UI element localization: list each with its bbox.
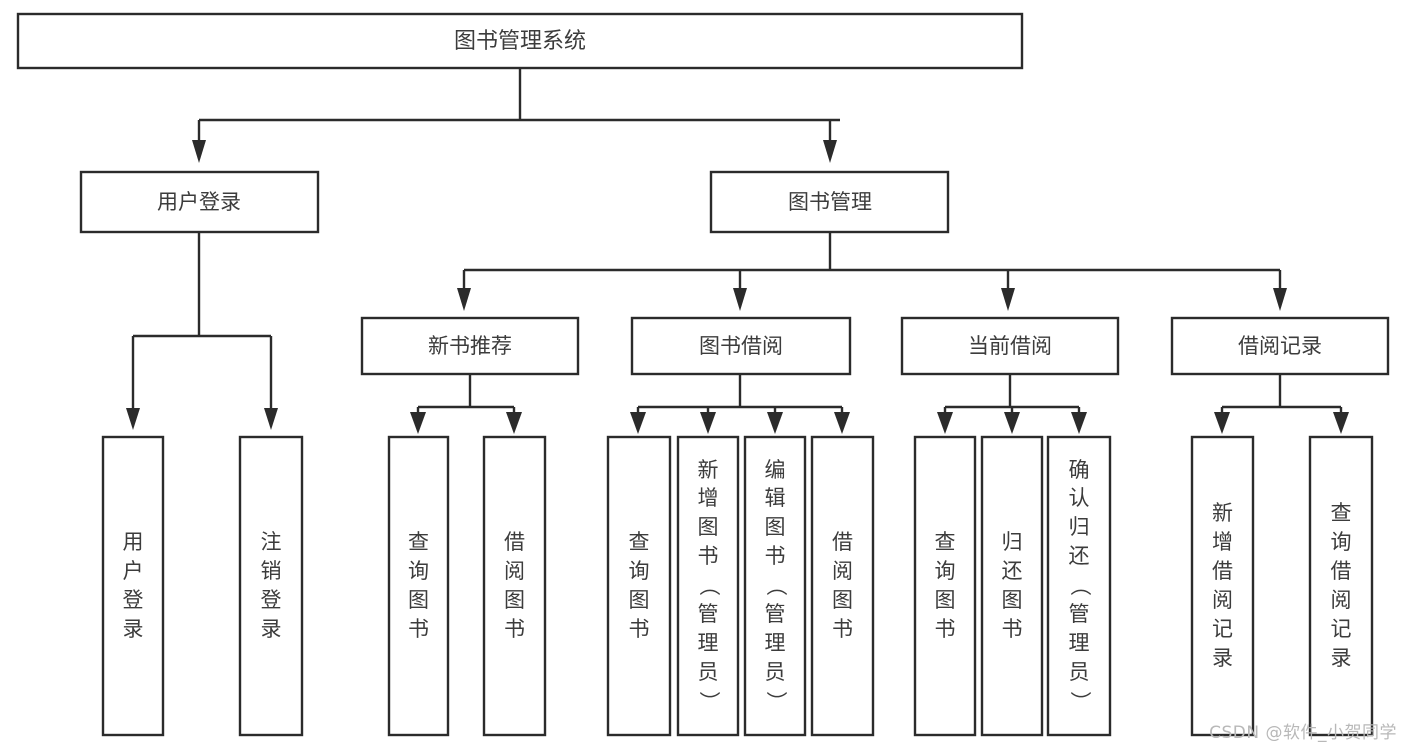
arrowhead-leaf-query-book-2 (630, 412, 646, 434)
arrowhead-leaf-user-login (126, 408, 140, 430)
leaf-box-edit-book-admin[interactable] (743, 435, 807, 737)
leaf-box-confirm-return-admin[interactable] (1046, 435, 1112, 737)
node-user-login-label: 用户登录 (157, 190, 241, 214)
node-current-borrow[interactable]: 当前借阅 (900, 316, 1120, 376)
arrowhead-leaf-add-borrow-record (1214, 412, 1230, 434)
node-borrow-record-label: 借阅记录 (1238, 334, 1322, 358)
node-book-borrow-label: 图书借阅 (699, 334, 783, 358)
arrowhead-book-borrow (733, 288, 747, 311)
node-book-management-box[interactable] (709, 170, 950, 234)
node-book-management-label: 图书管理 (788, 190, 872, 214)
arrowhead-user-login (192, 140, 206, 163)
arrowhead-book-mgmt (823, 140, 837, 163)
node-user-login-box[interactable] (79, 170, 320, 234)
node-current-borrow-label: 当前借阅 (968, 334, 1052, 358)
leaf-box-add-borrow-record[interactable] (1190, 435, 1255, 737)
leaf-box-logout-login[interactable] (238, 435, 304, 737)
arrowhead-leaf-query-book-1 (410, 412, 426, 434)
node-user-login[interactable]: 用户登录 (79, 170, 320, 234)
arrowhead-leaf-query-borrow-record (1333, 412, 1349, 434)
node-root-label: 图书管理系统 (454, 29, 586, 54)
arrowhead-leaf-confirm-return (1071, 412, 1087, 434)
node-book-management[interactable]: 图书管理 (709, 170, 950, 234)
leaf-box-add-book-admin[interactable] (676, 435, 740, 737)
leaf-box-query-borrow-record[interactable] (1308, 435, 1374, 737)
leaf-box-query-book-rec[interactable] (387, 435, 450, 737)
leaf-box-query-book-borrow[interactable] (606, 435, 672, 737)
node-current-borrow-box[interactable] (900, 316, 1120, 376)
leaf-box-borrow-book[interactable] (810, 435, 875, 737)
arrowhead-leaf-borrow-book-1 (506, 412, 522, 434)
node-root-system[interactable]: 图书管理系统 (16, 12, 1024, 70)
node-book-borrow[interactable]: 图书借阅 (630, 316, 852, 376)
arrowhead-leaf-return-book (1004, 412, 1020, 434)
leaf-box-query-book-current[interactable] (913, 435, 977, 737)
arrowhead-leaf-logout-login (264, 408, 278, 430)
connector-layer (126, 68, 1349, 434)
node-new-book-recommend-box[interactable] (360, 316, 580, 376)
node-borrow-record-box[interactable] (1170, 316, 1390, 376)
leaf-box-borrow-book-rec[interactable] (482, 435, 547, 737)
node-new-book-recommend[interactable]: 新书推荐 (360, 316, 580, 376)
arrowhead-leaf-borrow-book-2 (834, 412, 850, 434)
node-borrow-record[interactable]: 借阅记录 (1170, 316, 1390, 376)
arrowhead-leaf-query-book-3 (937, 412, 953, 434)
leaf-box-return-book[interactable] (980, 435, 1044, 737)
arrowhead-leaf-add-book (700, 412, 716, 434)
arrowhead-leaf-edit-book (767, 412, 783, 434)
node-book-borrow-box[interactable] (630, 316, 852, 376)
csdn-watermark: CSDN @软件_小贺同学 (1209, 723, 1397, 743)
arrowhead-current-borrow (1001, 288, 1015, 311)
node-new-book-recommend-label: 新书推荐 (428, 334, 512, 358)
node-root-box[interactable] (16, 12, 1024, 70)
arrowhead-borrow-record (1273, 288, 1287, 311)
leaf-box-user-login[interactable] (101, 435, 165, 737)
arrowhead-new-book-rec (457, 288, 471, 311)
